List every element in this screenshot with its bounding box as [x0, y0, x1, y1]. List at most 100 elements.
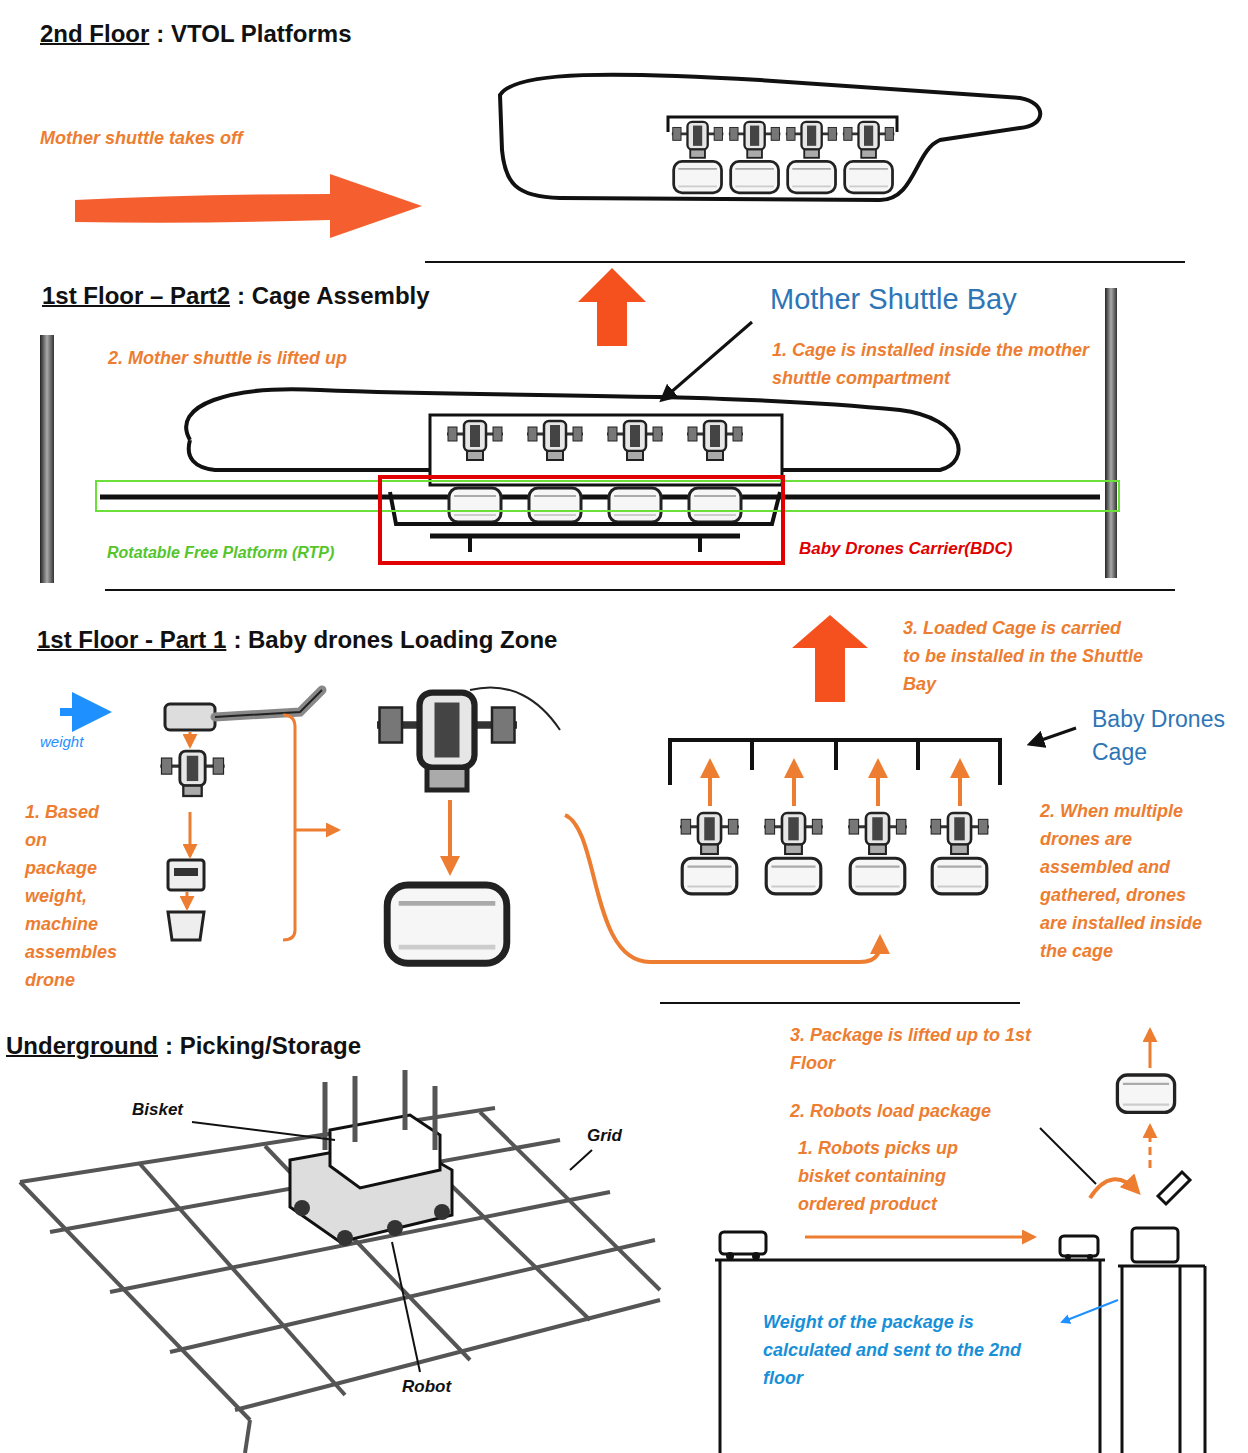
floor-name: 1st Floor - Part 1 [37, 626, 226, 653]
floor-line [105, 589, 1175, 591]
storage-grid [20, 1182, 250, 1420]
step-note: 3. Loaded Cage is carried to be installe… [903, 614, 1143, 698]
leader-line [192, 1122, 1096, 1372]
box-label: Baby Drones Carrier(BDC) [797, 539, 1015, 559]
storage-grid [245, 1420, 250, 1453]
picking-station [715, 1030, 1205, 1453]
floor-purpose: : VTOL Platforms [156, 20, 351, 47]
assembly-machine [168, 912, 204, 940]
platform-box: Rotatable Free Platform (RTP) [95, 480, 1120, 512]
mother-shuttle [672, 122, 724, 193]
part-label: Robot [400, 1377, 453, 1397]
leader-line [1030, 728, 1076, 744]
drones-cage [876, 762, 880, 806]
leader-line [1040, 1128, 1096, 1184]
picking-station [720, 1232, 766, 1254]
step-note: 1. Based on package weight, machine asse… [25, 798, 120, 994]
grid-robot [434, 1204, 450, 1220]
bay-posts [40, 288, 1117, 583]
floor-name: 2nd Floor [40, 20, 149, 47]
leader-line [662, 322, 752, 400]
drones-cage [670, 740, 1000, 894]
grid-robot [330, 1115, 440, 1188]
carrier-tray [449, 488, 501, 522]
leader-line [392, 1242, 420, 1372]
drones-cage [958, 762, 962, 806]
picking-station [1062, 1300, 1118, 1322]
assembly-machine [168, 860, 204, 890]
part-label: Bisket [130, 1100, 185, 1120]
carrier-tray [689, 488, 741, 522]
drones-cage [848, 813, 907, 894]
picking-station [1065, 1254, 1071, 1260]
drones-cage [930, 813, 989, 894]
drones-cage [752, 740, 918, 770]
floor-heading: 1st Floor - Part 1 : Baby drones Loading … [37, 626, 557, 654]
carrier-tray [470, 536, 700, 552]
leader-line [570, 1150, 592, 1170]
assembly-machine [189, 812, 192, 856]
drone-assembly [470, 687, 560, 730]
grid-robot [294, 1200, 310, 1216]
takeoff-arrow [75, 174, 422, 238]
leader-line [192, 1122, 335, 1140]
carrier-tray [609, 488, 661, 522]
assembly-machine [215, 690, 322, 717]
floor-purpose: : Cage Assembly [237, 282, 430, 309]
mother-shuttle [607, 421, 663, 460]
step-note: 2. Mother shuttle is lifted up [108, 344, 408, 372]
assembly-machine [189, 732, 192, 746]
picking-station [1118, 1266, 1205, 1453]
mother-shuttle [729, 122, 781, 193]
signal-label: weight [40, 733, 120, 750]
box-label: Rotatable Free Platform (RTP) [105, 544, 336, 562]
grid-robot [387, 1220, 403, 1236]
platform-rail [100, 495, 1100, 500]
picking-station [1090, 1179, 1138, 1198]
mother-shuttle [687, 421, 743, 460]
assembly-machine [295, 829, 338, 832]
part-label: Grid [585, 1126, 624, 1146]
picking-station [1149, 1030, 1152, 1068]
info-note: Weight of the package is calculated and … [763, 1308, 1043, 1392]
step-note: Mother shuttle takes off [40, 124, 310, 152]
drones-cage [764, 813, 823, 894]
drone-assembly [448, 800, 452, 872]
lift-arrow [578, 268, 646, 346]
drone-assembly [377, 687, 880, 963]
picking-station [715, 1260, 1105, 1453]
drones-cage [792, 762, 796, 806]
drones-cage [708, 762, 712, 806]
assembly-machine [186, 892, 189, 908]
mother-shuttle [500, 75, 1040, 200]
floor-purpose: : Baby drones Loading Zone [233, 626, 557, 653]
picking-station [752, 1252, 760, 1260]
floor-name: Underground [6, 1032, 158, 1059]
picking-station [1158, 1172, 1190, 1204]
floor-heading: 1st Floor – Part2: Cage Assembly [42, 282, 430, 310]
drone-assembly [387, 885, 507, 963]
callout-title: Baby Drones Cage [1092, 703, 1242, 769]
grid-robot [337, 1230, 353, 1246]
drones-cage [680, 813, 739, 894]
grid-robot [290, 1070, 452, 1246]
carrier-tray [430, 534, 740, 539]
grid-robot [325, 1070, 435, 1150]
floor-band: 1st Floor – Part2: Cage AssemblyRotatabl… [0, 262, 1248, 590]
step-note: 2. Robots load package [790, 1097, 1050, 1125]
picking-station [1087, 1254, 1093, 1260]
assembly-machine [283, 715, 295, 940]
picking-station [1132, 1228, 1178, 1262]
floor-purpose: : Picking/Storage [165, 1032, 361, 1059]
floor-line [660, 1002, 1020, 1004]
storage-grid [20, 1108, 660, 1453]
assembly-machine [160, 751, 224, 796]
drone-assembly [377, 693, 517, 791]
takeoff-arrow [75, 174, 422, 238]
assembly-machine [174, 868, 198, 876]
floor-heading: 2nd Floor : VTOL Platforms [40, 20, 351, 48]
lift-arrow [792, 615, 868, 702]
picking-station [1117, 1075, 1174, 1112]
